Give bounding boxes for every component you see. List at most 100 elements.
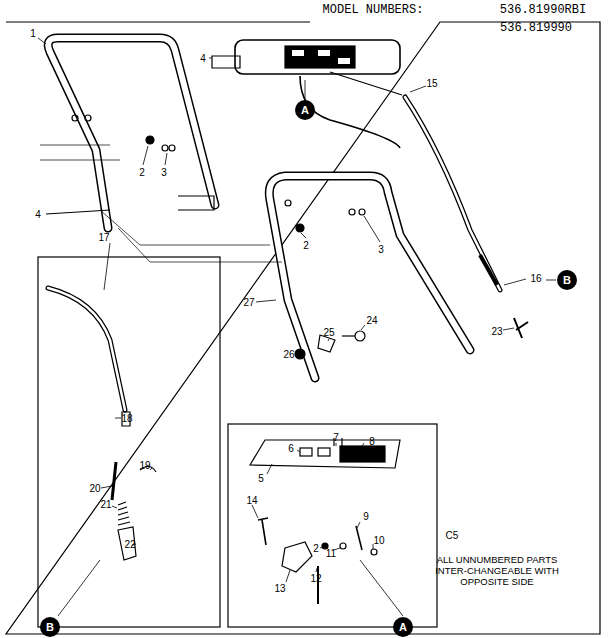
callout-number: C5 (446, 530, 459, 541)
callout-number: 26 (283, 349, 294, 360)
bolt-2 (146, 136, 154, 144)
callout-number: 12 (310, 573, 321, 584)
frames (6, 22, 600, 634)
washer-11 (340, 543, 346, 549)
model-number: 536.819990 (500, 22, 572, 35)
callout-number: 4 (35, 209, 41, 220)
callout-number: 19 (139, 460, 150, 471)
callout-letter: A (301, 104, 309, 116)
bolt-14 (258, 518, 268, 545)
inset-a-frame (228, 424, 437, 627)
callout-number: 4 (200, 53, 206, 64)
callout-number: 3 (378, 244, 384, 255)
callout-number: 14 (246, 495, 257, 506)
callout-circle: A (295, 100, 315, 120)
control-rod (405, 97, 500, 290)
model-number: 536.81990RBI (500, 4, 586, 17)
model-number: MODEL NUMBERS: (323, 4, 424, 17)
leader (143, 146, 167, 165)
nut-3 (162, 145, 168, 151)
lower-handle-fill (269, 176, 470, 378)
callout-number: 3 (161, 167, 167, 178)
callout-number: 6 (288, 443, 294, 454)
bracket-13 (282, 542, 312, 572)
parts (40, 40, 528, 604)
console-knob (318, 50, 330, 56)
nut-3 (169, 145, 175, 151)
leader (38, 38, 46, 44)
nut-10 (371, 549, 377, 555)
callout-number: 2 (313, 543, 319, 554)
callout-number: 7 (333, 432, 339, 443)
callout-number: 25 (323, 327, 334, 338)
inset-b-frame (38, 257, 220, 627)
control-rod-17 (48, 288, 125, 410)
knob-6 (318, 448, 330, 456)
callout-number: 5 (258, 473, 264, 484)
console-knob (292, 50, 304, 56)
bracket-4-lower (46, 196, 214, 214)
plate-5 (250, 440, 400, 468)
cable (300, 76, 400, 148)
callout-number: 1 (30, 28, 36, 39)
leader (101, 418, 152, 545)
callout-number: 23 (491, 326, 502, 337)
leader (301, 216, 380, 242)
leader (504, 279, 556, 285)
callout-number: 8 (369, 436, 375, 447)
leader (286, 522, 373, 582)
rod-grip (480, 255, 497, 285)
console-panel (285, 46, 355, 68)
leader (410, 86, 426, 92)
control-rod-fill (405, 97, 500, 290)
callout-number: 20 (89, 483, 100, 494)
outer-frame (6, 22, 600, 634)
knob-26 (295, 349, 305, 359)
bolt-2 (296, 224, 304, 232)
callout-number: 2 (303, 240, 309, 251)
guide-lines (40, 145, 282, 262)
note-text: ALL UNNUMBERED PARTS INTER-CHANGEABLE WI… (422, 554, 572, 587)
leader (256, 300, 276, 302)
callout-letter: B (46, 621, 54, 633)
lower-handle (269, 176, 470, 378)
clip-23 (514, 318, 528, 338)
callout-letter: B (563, 274, 571, 286)
callout-circle: B (40, 617, 60, 637)
callout-letter: A (399, 621, 407, 633)
pin (85, 115, 91, 121)
pin (72, 115, 78, 121)
upper-handle-fill (48, 38, 215, 228)
callout-circle: A (393, 617, 413, 637)
leader (252, 443, 364, 518)
knob-24 (355, 331, 365, 341)
callout-number: 24 (366, 315, 377, 326)
callout-number: 22 (124, 539, 135, 550)
callout-number: 16 (530, 273, 541, 284)
callout-number: 21 (100, 499, 111, 510)
callout-number: 11 (326, 548, 336, 559)
console (235, 40, 400, 74)
leader-lines (38, 38, 556, 616)
callout-number: 10 (373, 535, 384, 546)
nut-3 (349, 209, 355, 215)
leader (503, 328, 514, 330)
cable-15 (330, 72, 402, 95)
leader (295, 354, 296, 355)
upper-handle (48, 38, 215, 228)
leader (104, 243, 110, 290)
callout-number: 13 (274, 583, 285, 594)
lever-9 (356, 526, 362, 550)
callout-number: 2 (139, 167, 145, 178)
pin (285, 200, 291, 206)
spring-21 (118, 502, 130, 525)
callout-number: 9 (363, 511, 369, 522)
control-rod-17-fill (48, 288, 125, 410)
bolt-24 (342, 335, 355, 336)
leader (58, 80, 403, 616)
knob-6 (300, 448, 312, 456)
callout-number: 18 (121, 413, 132, 424)
console-knob (338, 58, 350, 64)
decal-8 (340, 446, 385, 462)
